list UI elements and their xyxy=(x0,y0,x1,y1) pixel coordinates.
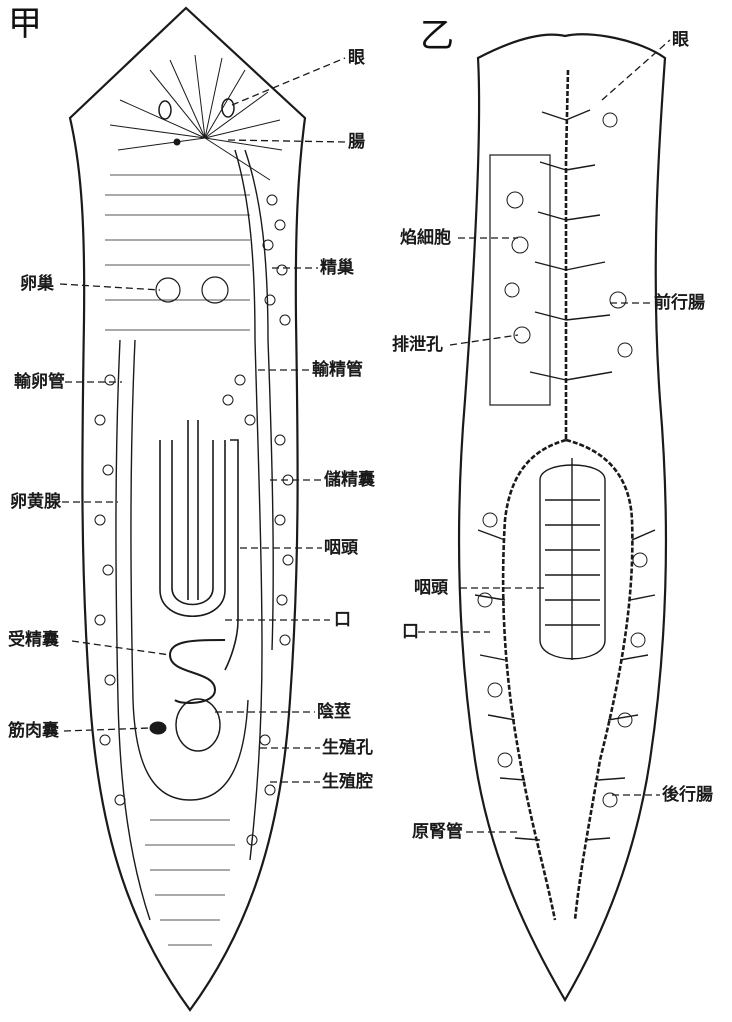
label-b-mouth: 口 xyxy=(402,622,419,642)
panel-b-body xyxy=(459,34,666,1000)
label-a-muscle-sac: 筋肉囊 xyxy=(8,721,59,741)
label-b-flame-cell: 焰細胞 xyxy=(400,228,451,248)
panel-b-title: 乙 xyxy=(420,18,454,54)
panel-a-pharynx xyxy=(160,420,238,670)
panel-a-penis xyxy=(176,699,220,751)
leader-lines xyxy=(60,40,670,832)
label-a-vas-deferens: 輸精管 xyxy=(312,360,363,380)
label-b-pharynx: 咽頭 xyxy=(414,578,448,598)
panel-a-title: 甲 xyxy=(8,6,42,42)
label-b-anterior-intestine: 前行腸 xyxy=(654,293,705,313)
label-a-seminal-receptacle: 受精囊 xyxy=(8,630,59,650)
panel-b-protonephridia xyxy=(478,113,647,807)
label-a-seminal-vesicle: 儲精囊 xyxy=(324,470,375,490)
label-a-pharynx: 咽頭 xyxy=(324,538,358,558)
label-a-penis: 陰莖 xyxy=(317,702,351,722)
panel-a-seminal-receptacle xyxy=(170,640,225,703)
label-b-excretory-pore: 排泄孔 xyxy=(392,335,443,355)
panel-a-eye-left xyxy=(159,101,171,119)
label-a-mouth: 口 xyxy=(334,610,351,630)
label-a-testis: 精巢 xyxy=(320,258,354,278)
panel-b-intestine-branches xyxy=(475,110,655,840)
label-b-posterior-intestine: 後行腸 xyxy=(662,785,713,805)
label-b-protonephridium: 原腎管 xyxy=(412,822,463,842)
label-a-genital-atrium: 生殖腔 xyxy=(322,772,373,792)
panel-a-eye-right xyxy=(222,99,234,117)
label-a-eye: 眼 xyxy=(348,48,365,68)
panel-a-ducts xyxy=(116,150,273,920)
panel-b-excretory-box xyxy=(490,155,550,405)
label-a-intestine: 腸 xyxy=(348,132,365,152)
label-a-genital-pore: 生殖孔 xyxy=(322,738,373,758)
label-b-eye: 眼 xyxy=(672,30,689,50)
panel-a-body xyxy=(70,8,305,1010)
panel-b-pharynx xyxy=(540,458,605,660)
label-a-oviduct: 輸卵管 xyxy=(14,372,65,392)
label-a-ovary: 卵巢 xyxy=(20,274,54,294)
label-a-yolk-gland: 卵黄腺 xyxy=(10,492,61,512)
